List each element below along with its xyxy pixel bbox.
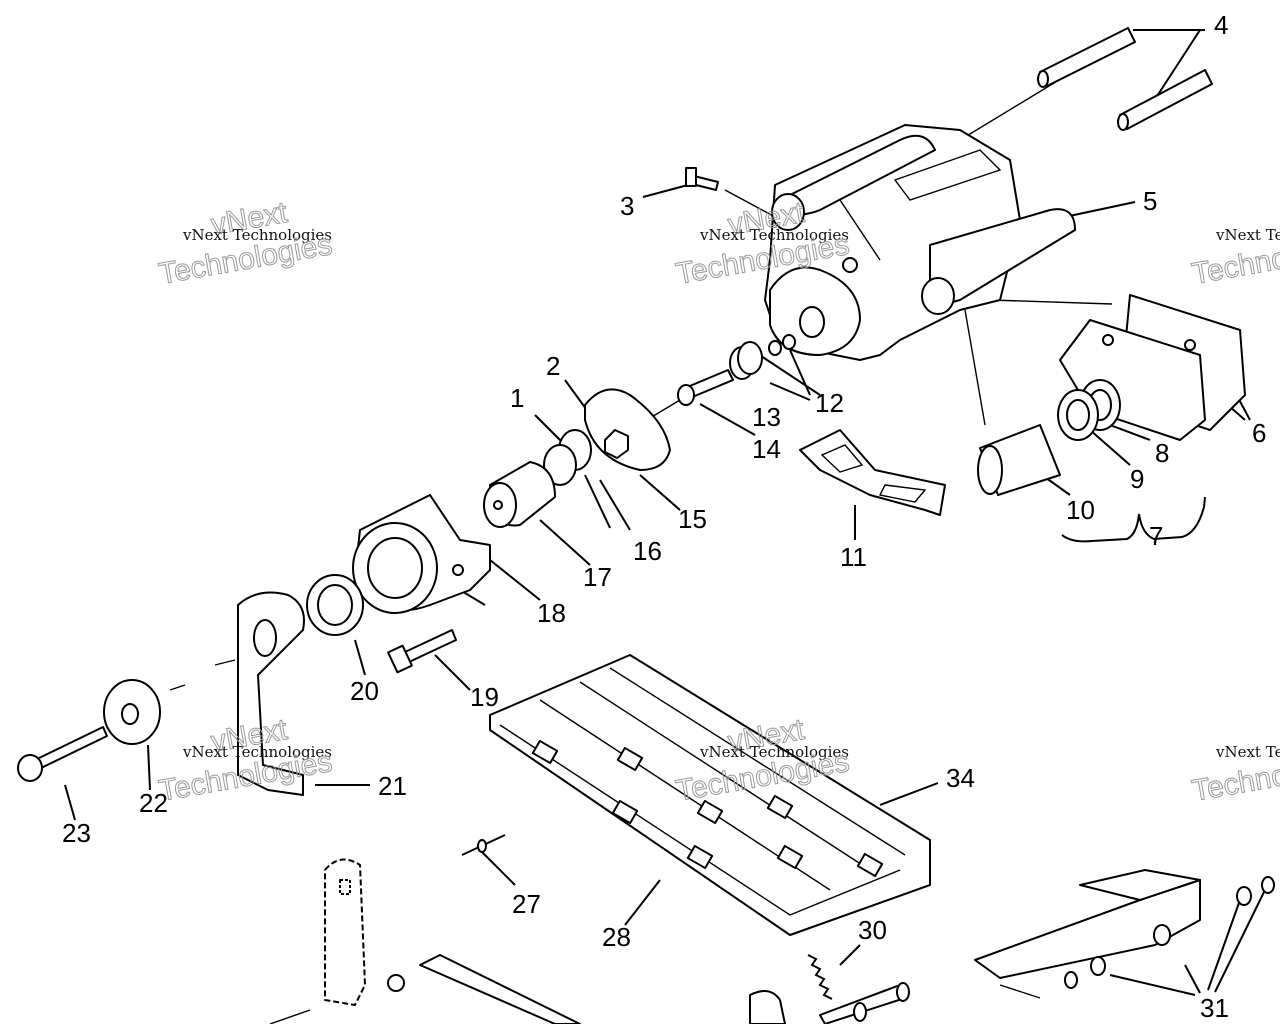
callout-14: 14 (752, 434, 781, 464)
svg-text:vNext Technologies: vNext Technologies (699, 226, 849, 244)
callout-20: 20 (350, 676, 379, 706)
bushing-parts-8-9-10 (977, 379, 1121, 496)
callout-1: 1 (510, 383, 524, 413)
callout-27: 27 (512, 889, 541, 919)
callout-7: 7 (1149, 521, 1163, 551)
washer-part-22 (103, 679, 161, 745)
callout-19: 19 (470, 682, 499, 712)
callout-13: 13 (752, 402, 781, 432)
bolt-part-23 (17, 726, 108, 782)
callout-2: 2 (546, 351, 560, 381)
plate-part-15 (584, 388, 671, 471)
rail-assembly-parts-28-34 (489, 654, 931, 936)
callout-12: 12 (815, 388, 844, 418)
callout-11: 11 (840, 542, 867, 572)
cylinder-part-18 (352, 494, 491, 614)
callout-34: 34 (946, 763, 975, 793)
callout-18: 18 (537, 598, 566, 628)
svg-text:vNext Technologies: vNext Technologies (1215, 743, 1280, 761)
rivet-part-27 (461, 834, 506, 856)
svg-text:vNext Technologies: vNext Technologies (182, 226, 332, 244)
washer-part-20 (306, 574, 364, 636)
callout-16: 16 (633, 536, 662, 566)
spring-part-30 (807, 954, 833, 1000)
callout-21: 21 (378, 771, 407, 801)
svg-text:vNext Technologies: vNext Technologies (1215, 226, 1280, 244)
callout-31: 31 (1200, 993, 1229, 1023)
linkage-bottom-left (269, 858, 581, 1024)
callout-4: 4 (1214, 10, 1228, 40)
callout-22: 22 (139, 788, 168, 818)
bracket-part-31 (974, 869, 1275, 999)
callout-15: 15 (678, 504, 707, 534)
callout-28: 28 (602, 922, 631, 952)
watermark-3: vNext Technologies Technologies (1189, 226, 1280, 291)
callout-9: 9 (1130, 464, 1144, 494)
svg-text:vNext Technologies: vNext Technologies (699, 743, 849, 761)
bracket-part-11 (799, 429, 946, 516)
watermark-5: vNext Technologies Technologies vNext (673, 712, 852, 808)
watermark-6: vNext Technologies Technologies (1189, 743, 1280, 808)
pin-part-4 (1037, 27, 1213, 131)
watermark-1: vNext Technologies Technologies vNext (156, 195, 335, 291)
callout-labels: 4 3 5 2 1 13 12 14 6 8 9 10 7 15 16 11 1… (62, 10, 1266, 1023)
callout-5: 5 (1143, 186, 1157, 216)
lever-part-21 (237, 591, 305, 796)
bolt-part-3 (685, 167, 719, 191)
spring-parts-12-13-14 (677, 334, 796, 406)
callout-8: 8 (1155, 438, 1169, 468)
callout-6: 6 (1252, 418, 1266, 448)
cam-parts-1-2-16-17 (483, 429, 592, 528)
shaft-bottom-center (749, 982, 910, 1024)
callout-23: 23 (62, 818, 91, 848)
callout-17: 17 (583, 562, 612, 592)
callout-10: 10 (1066, 495, 1095, 525)
housing-part-5 (764, 124, 1076, 361)
callout-30: 30 (858, 915, 887, 945)
leader-lines (64, 29, 1266, 996)
svg-text:vNext Technologies: vNext Technologies (182, 743, 332, 761)
callout-3: 3 (620, 191, 634, 221)
bolt-part-19 (387, 629, 457, 674)
watermark-4: vNext Technologies Technologies vNext (156, 712, 335, 808)
